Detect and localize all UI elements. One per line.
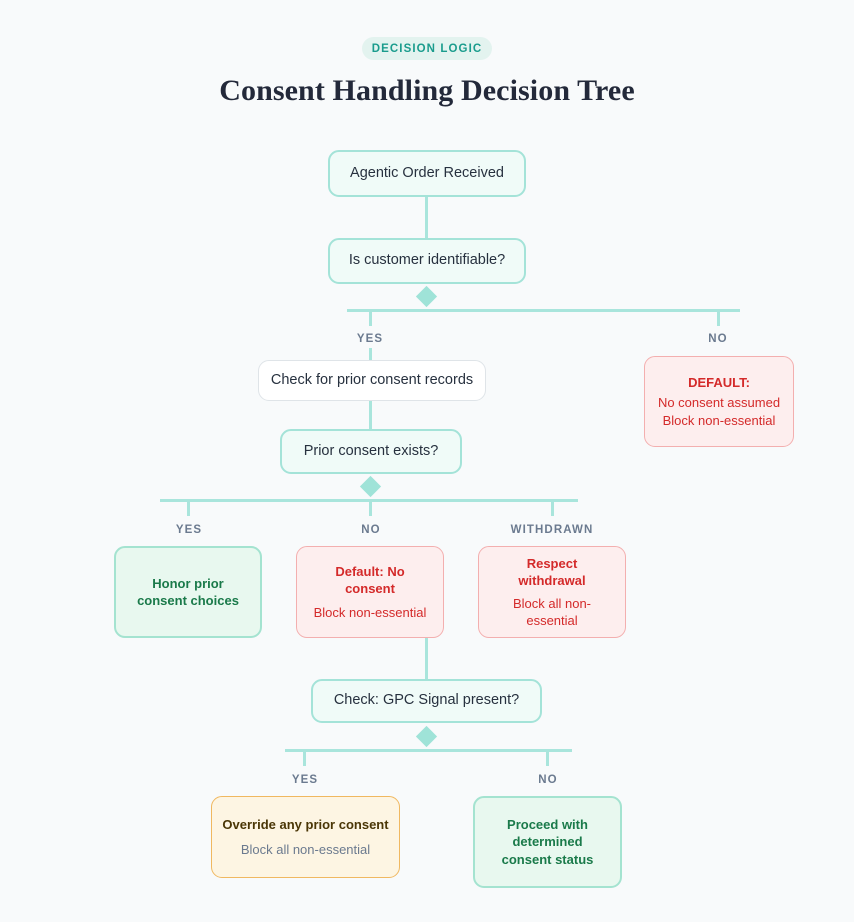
node-detail-1: Block all non- [512, 596, 592, 611]
node-default-no-consent-assumed[interactable]: DEFAULT: No consent assumed Block non-es… [644, 356, 794, 447]
connector-branch3-no [546, 749, 549, 766]
node-title-2: withdrawal [518, 572, 586, 588]
branch-label-no: NO [361, 524, 381, 536]
branch-label-no: NO [708, 333, 728, 345]
page-title: Consent Handling Decision Tree [219, 74, 635, 107]
node-agentic-order-received[interactable]: Agentic Order Received [328, 150, 526, 197]
node-prior-consent-exists[interactable]: Prior consent exists? [280, 429, 462, 474]
node-title-1: Honor prior [152, 575, 224, 591]
branch-label-no: NO [538, 774, 558, 786]
connector-branch2-yes [187, 499, 190, 516]
node-honor-prior-consent-choices[interactable]: Honor prior consent choices [114, 546, 262, 638]
branch-diamond-gpc [415, 725, 438, 748]
node-title-1: Respect [526, 555, 578, 571]
node-title-2: consent choices [137, 593, 239, 608]
connector-default-to-gpc [425, 638, 428, 680]
branch-label-yes: YES [291, 774, 319, 786]
node-title-2: determined [512, 834, 583, 850]
connector-branch2-no [369, 499, 372, 516]
connector-start-to-identifiable [425, 197, 428, 238]
node-detail-1: No consent assumed [657, 395, 781, 411]
node-label: Prior consent exists? [303, 442, 439, 459]
node-title: Override any prior consent [222, 817, 389, 833]
section-badge: DECISION LOGIC [362, 37, 492, 60]
node-label: Agentic Order Received [350, 164, 504, 181]
node-title: DEFAULT: [688, 375, 750, 391]
node-label: Check: GPC Signal present? [333, 692, 520, 709]
node-title-1: Default: No [335, 564, 405, 580]
node-title-2: consent [345, 581, 395, 597]
node-detail: Block all non-essential [240, 841, 371, 857]
connector-check-to-prior-consent [369, 401, 372, 429]
node-is-customer-identifiable[interactable]: Is customer identifiable? [328, 238, 526, 284]
node-default-no-consent[interactable]: Default: No consent Block non-essential [296, 546, 444, 638]
node-override-prior-consent[interactable]: Override any prior consent Block all non… [211, 796, 400, 878]
node-title-3: consent status [501, 851, 594, 867]
connector-branch1-yes [369, 309, 372, 326]
connector-branch3-yes [303, 749, 306, 766]
node-proceed-with-consent-status[interactable]: Proceed with determined consent status [473, 796, 622, 888]
branch-diamond-prior-consent [359, 475, 382, 498]
node-label: Is customer identifiable? [348, 252, 506, 269]
node-respect-withdrawal[interactable]: Respect withdrawal Block all non- essent… [478, 546, 626, 638]
branch-bar-gpc [285, 749, 572, 752]
node-check-prior-consent-records[interactable]: Check for prior consent records [258, 360, 486, 401]
node-title-1: Proceed with [507, 817, 588, 833]
branch-diamond-identifiable [415, 285, 438, 308]
branch-bar-identifiable [347, 309, 740, 312]
connector-branch2-withdrawn [551, 499, 554, 516]
branch-label-yes: YES [175, 524, 203, 536]
node-detail-2: Block non-essential [662, 412, 776, 428]
node-detail-2: essential [526, 613, 578, 629]
node-check-gpc-signal[interactable]: Check: GPC Signal present? [311, 679, 542, 723]
connector-branch1-yes-to-check [369, 348, 372, 361]
connector-branch1-no [717, 309, 720, 326]
branch-label-yes: YES [356, 333, 384, 345]
branch-label-withdrawn: WITHDRAWN [510, 524, 594, 536]
node-label: Check for prior consent records [270, 371, 474, 388]
node-detail: Block non-essential [313, 604, 427, 620]
